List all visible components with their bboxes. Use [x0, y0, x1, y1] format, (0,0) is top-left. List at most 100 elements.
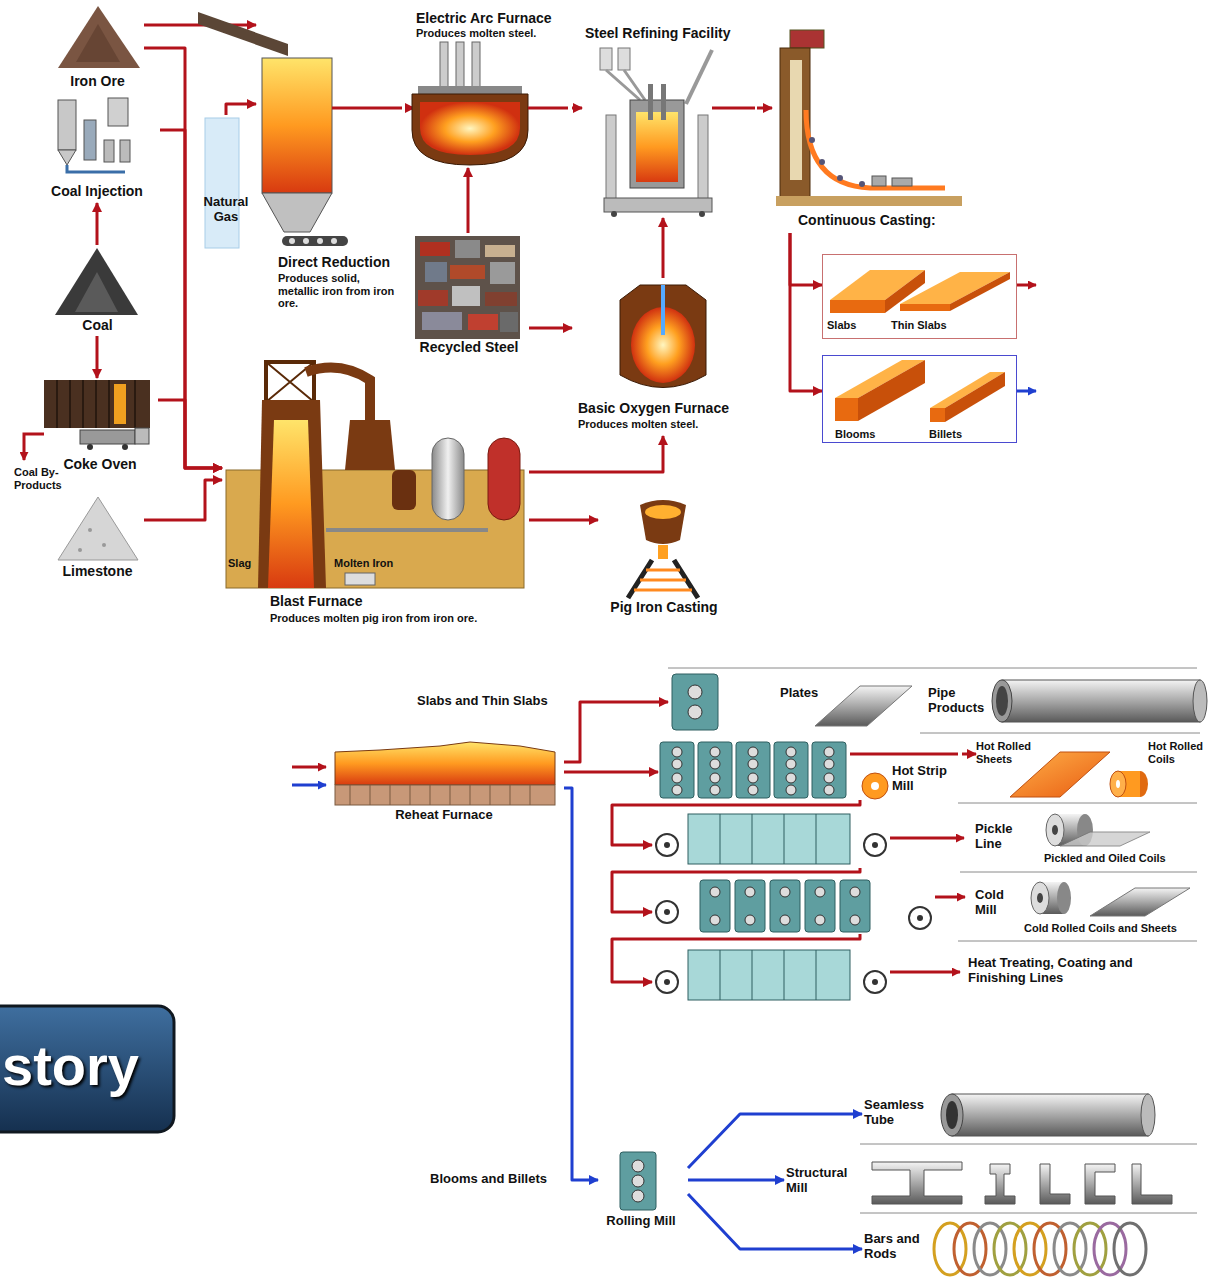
product-node: Plates [668, 670, 915, 732]
refining-ladle [712, 107, 755, 110]
scrap-photo [452, 286, 480, 306]
hot-strip-mill [786, 759, 796, 769]
refining-ladle [606, 115, 616, 200]
flow-arrow [564, 771, 658, 774]
rolling-mill-stand [620, 1152, 656, 1210]
node-note: Produces solid, metallic iron from iron … [278, 272, 398, 310]
gas-column [205, 118, 239, 248]
node-note: Thin Slabs [891, 319, 971, 332]
hot-strip-mill [710, 773, 720, 783]
node-label: Basic Oxygen Furnace [578, 400, 748, 416]
direct-reduction-reactor [289, 238, 295, 244]
node-label: Coal [55, 317, 140, 333]
product-node: Pipe Products [925, 674, 1210, 727]
finishing-line [688, 950, 850, 1000]
blast-furnace [226, 362, 524, 588]
continuous-caster [819, 159, 825, 165]
finishing-line [720, 950, 816, 1000]
electric-arc-furnace [440, 42, 448, 92]
pig-iron-caster [658, 545, 668, 559]
hot-strip-mill [824, 773, 834, 783]
finishing-line [864, 971, 886, 993]
slab-products [900, 304, 950, 311]
pickled-coil [1052, 825, 1058, 835]
material-node: Iron Ore [55, 5, 144, 92]
node-label: Structural Mill [786, 1166, 866, 1196]
scrap-photo [415, 236, 520, 339]
slab-products [1017, 284, 1036, 287]
process-node: Basic Oxygen FurnaceProduces molten stee… [572, 278, 752, 436]
node-label: Blast Furnace [270, 593, 430, 609]
bloom-products [858, 360, 925, 421]
continuous-caster [809, 137, 815, 143]
continuous-caster [859, 181, 865, 187]
reheat-furnace [335, 785, 555, 805]
rolling-mill-stand [632, 1190, 644, 1202]
finishing-line [656, 971, 678, 993]
material-node: Natural Gas [198, 115, 258, 250]
direct-reduction-reactor [262, 58, 332, 193]
node-label: Coal Injection [38, 183, 156, 199]
ore-pile [76, 24, 120, 62]
pipe-product [1002, 680, 1200, 722]
node-label: Plates [780, 686, 830, 701]
cold-mill [780, 887, 790, 897]
coal-injection-plant [104, 140, 114, 162]
flow-arrow [529, 519, 598, 522]
product-node: Structural Mill [784, 1156, 1178, 1208]
cold-rolled-products [1031, 882, 1190, 916]
oxygen-furnace [620, 285, 706, 388]
direct-reduction-reactor [332, 107, 402, 110]
flow-arrow [144, 48, 222, 468]
hot-strip-mill [824, 747, 834, 757]
finishing-line [872, 979, 878, 985]
hot-strip-mill [672, 773, 682, 783]
pig-iron-caster [645, 505, 681, 519]
pipe-product [992, 680, 1012, 722]
reheat-furnace [292, 784, 326, 787]
pickled-coil [1060, 832, 1150, 846]
history-button [0, 1006, 174, 1132]
hot-strip-mill [786, 785, 796, 795]
blast-furnace [432, 438, 464, 520]
reheat-furnace [335, 742, 555, 785]
flow-arrow [144, 480, 222, 520]
hot-strip-mill [862, 773, 888, 799]
cold-mill [909, 907, 931, 929]
flow-arrow [226, 104, 256, 115]
node-label: Natural Gas [198, 195, 254, 225]
annotation-label: Molten Iron [334, 557, 414, 570]
pig-iron-caster [628, 560, 698, 598]
cold-mill [710, 887, 720, 897]
node-label: Direct Reduction [278, 254, 402, 270]
process-node: Cold Mill [652, 876, 1021, 934]
scrap-photo [425, 262, 447, 282]
node-note: Hot Rolled Coils [1148, 740, 1212, 765]
rod-coils [934, 1223, 966, 1275]
product-box: SlabsThin Slabs [822, 254, 1017, 339]
hot-strip-mill [660, 742, 694, 798]
limestone-pile [78, 548, 82, 552]
cold-mill [710, 887, 860, 925]
direct-reduction-reactor [262, 193, 332, 232]
product-node: Bars and Rods [862, 1218, 1154, 1280]
pickle-line [864, 834, 886, 856]
coal-injection-plant [108, 98, 128, 126]
annotation-label: Slabs and Thin Slabs [417, 694, 567, 709]
coke-oven [114, 384, 126, 424]
flow-arrow [688, 1114, 862, 1168]
pig-iron-caster [634, 570, 692, 590]
flow-arrow [564, 702, 668, 762]
coal-injection-plant [58, 100, 76, 150]
limestone-pile [58, 497, 138, 560]
slab-products [830, 270, 1036, 313]
hot-strip-mill [748, 773, 758, 783]
material-node: Limestone [55, 493, 144, 583]
process-node: Electric Arc FurnaceProduces molten stee… [414, 8, 572, 168]
annotation-label: Coal By-Products [14, 466, 94, 491]
reheat-furnace [350, 785, 530, 805]
process-node: Reheat Furnace [328, 740, 564, 828]
separator-line [668, 668, 1200, 1213]
material-node: Coal [55, 245, 144, 336]
hot-strip-mill [850, 753, 958, 756]
